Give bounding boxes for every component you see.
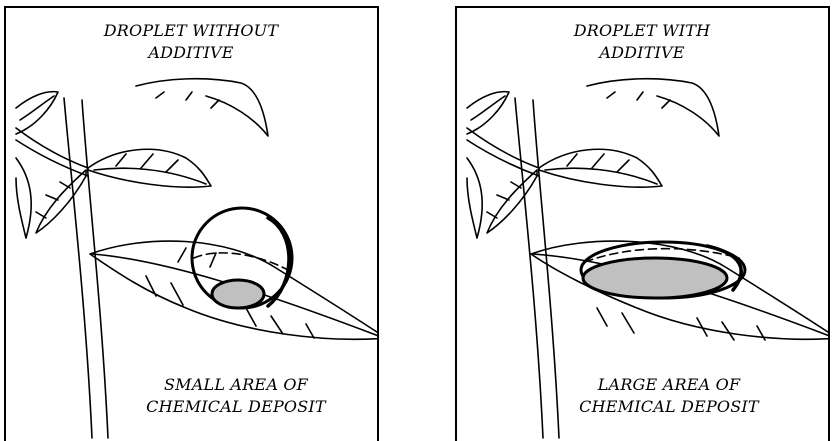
title-line: ADDITIVE [66,42,316,64]
plant-branch [16,140,88,176]
title-line: DROPLET WITHOUT [66,20,316,42]
plant-branch [467,128,539,168]
plant-branch [467,140,539,176]
panel-without-additive: DROPLET WITHOUT ADDITIVE SMALL AREA OF C… [4,6,379,441]
plant-stem [64,98,92,438]
caption-line: LARGE AREA OF [549,374,789,396]
plant-stem [515,98,543,438]
leaf-far-left [467,158,482,238]
plant-stem [82,100,108,438]
plant-branch [16,128,88,168]
leaf-lower-left [36,170,86,233]
leaf-top [136,79,268,136]
panel-caption: LARGE AREA OF CHEMICAL DEPOSIT [549,374,789,418]
panel-title: DROPLET WITHOUT ADDITIVE [66,20,316,64]
caption-line: SMALL AREA OF [116,374,356,396]
chemical-deposit-small [212,280,264,308]
panel-with-additive: DROPLET WITH ADDITIVE LARGE AREA OF CHEM… [455,6,830,441]
title-line: DROPLET WITH [517,20,767,42]
leaf-lower-left [487,170,537,233]
panel-caption: SMALL AREA OF CHEMICAL DEPOSIT [116,374,356,418]
title-line: ADDITIVE [517,42,767,64]
caption-line: CHEMICAL DEPOSIT [116,396,356,418]
panel-title: DROPLET WITH ADDITIVE [517,20,767,64]
leaf-top [587,79,719,136]
leaf-far-left [16,158,31,238]
caption-line: CHEMICAL DEPOSIT [549,396,789,418]
chemical-deposit-large [583,258,727,298]
